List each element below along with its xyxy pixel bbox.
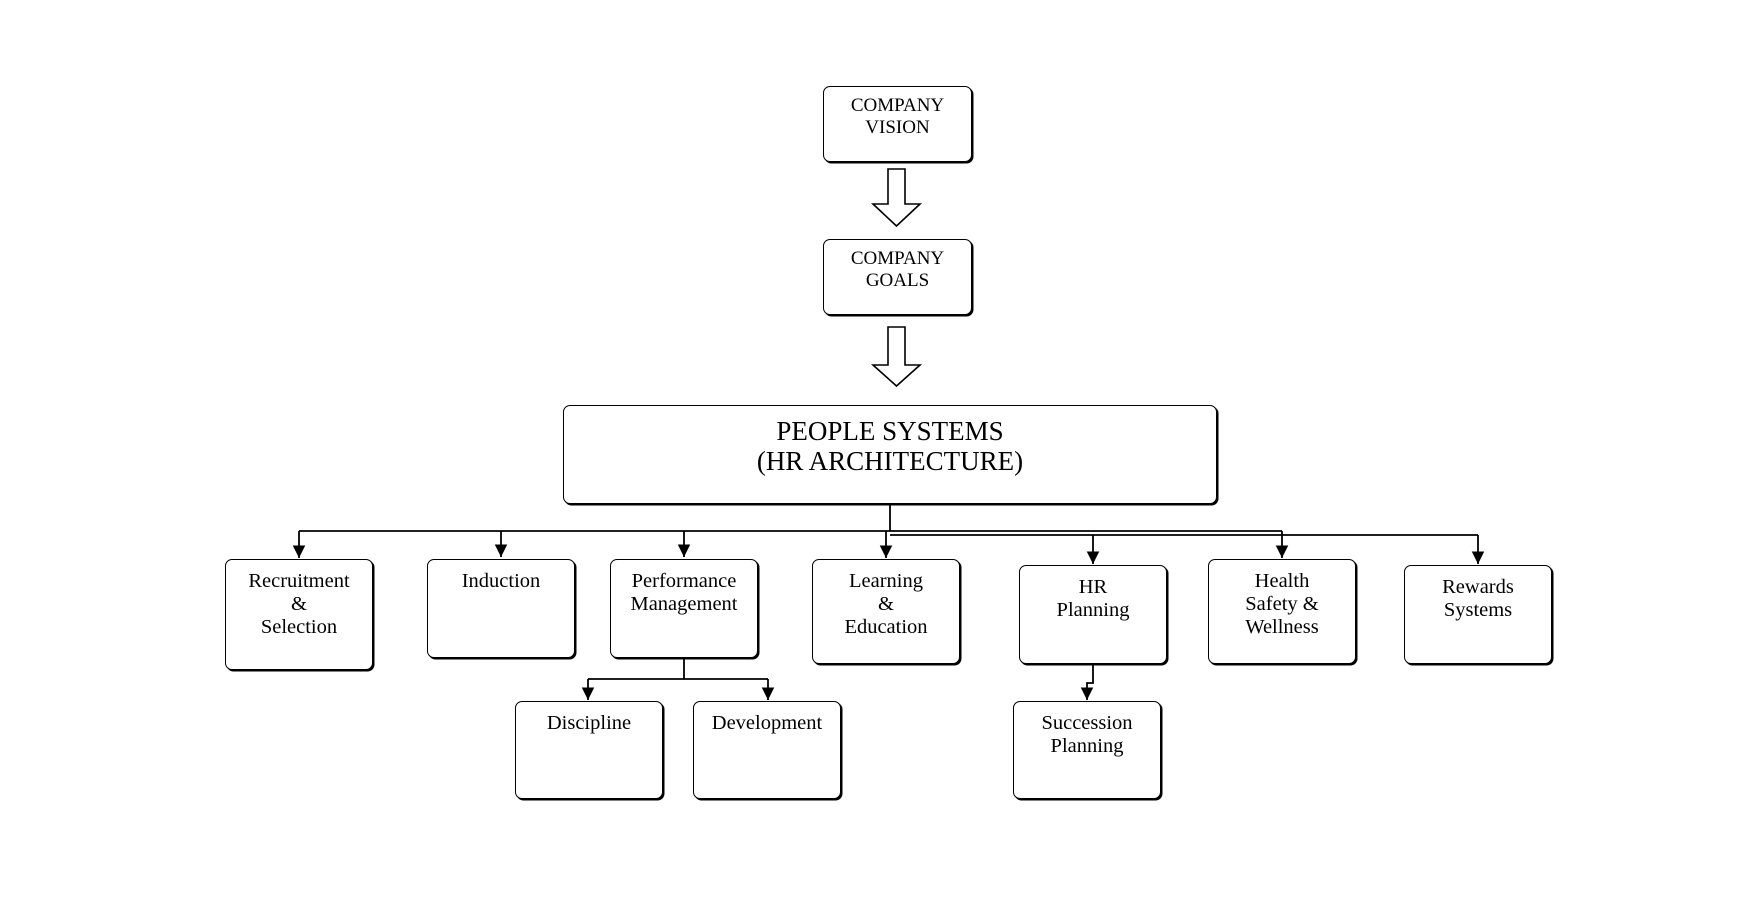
development-line1: Development <box>711 712 823 734</box>
health-line1: Health <box>1254 570 1310 592</box>
goals-to-people-systems-arrow <box>870 326 923 388</box>
learning-line3: Education <box>844 615 928 638</box>
hr-planning-line2: Planning <box>1056 598 1130 621</box>
recruitment-line1: Recruitment <box>248 570 350 592</box>
recruitment-selection-box: Recruitment & Selection <box>225 559 373 670</box>
discipline-box: Discipline <box>515 701 663 799</box>
hr-planning-line1: HR <box>1078 576 1108 598</box>
succession-line1: Succession <box>1041 712 1133 734</box>
health-line3: Wellness <box>1245 615 1319 638</box>
learning-education-box: Learning & Education <box>812 559 960 664</box>
learning-line1: Learning <box>849 570 923 592</box>
people-systems-line2: (HR ARCHITECTURE) <box>756 446 1024 477</box>
health-line2: Safety & <box>1245 592 1319 615</box>
company-goals-line1: COMPANY <box>850 248 945 269</box>
performance-line2: Management <box>630 592 738 615</box>
company-vision-line1: COMPANY <box>850 95 945 116</box>
succession-planning-box: Succession Planning <box>1013 701 1161 799</box>
people-systems-box: PEOPLE SYSTEMS (HR ARCHITECTURE) <box>563 405 1217 504</box>
recruitment-line2: & <box>291 592 307 615</box>
performance-line1: Performance <box>631 570 737 592</box>
rewards-systems-box: Rewards Systems <box>1404 565 1552 664</box>
hr-planning-box: HR Planning <box>1019 565 1167 664</box>
succession-line2: Planning <box>1050 734 1124 757</box>
company-goals-box: COMPANY GOALS <box>823 239 972 315</box>
rewards-line2: Systems <box>1443 598 1513 621</box>
company-goals-line2: GOALS <box>865 269 930 291</box>
arrow-to-succession <box>1080 664 1094 700</box>
people-systems-line1: PEOPLE SYSTEMS <box>776 416 1004 446</box>
learning-line2: & <box>878 592 894 615</box>
health-safety-wellness-box: Health Safety & Wellness <box>1208 559 1356 664</box>
performance-management-box: Performance Management <box>610 559 758 658</box>
vision-to-goals-arrow <box>870 168 923 228</box>
discipline-line1: Discipline <box>546 712 632 734</box>
company-vision-line2: VISION <box>865 116 930 138</box>
induction-line1: Induction <box>461 570 541 592</box>
rewards-line1: Rewards <box>1442 576 1514 598</box>
induction-box: Induction <box>427 559 575 658</box>
development-box: Development <box>693 701 841 799</box>
company-vision-box: COMPANY VISION <box>823 86 972 162</box>
recruitment-line3: Selection <box>260 615 338 638</box>
